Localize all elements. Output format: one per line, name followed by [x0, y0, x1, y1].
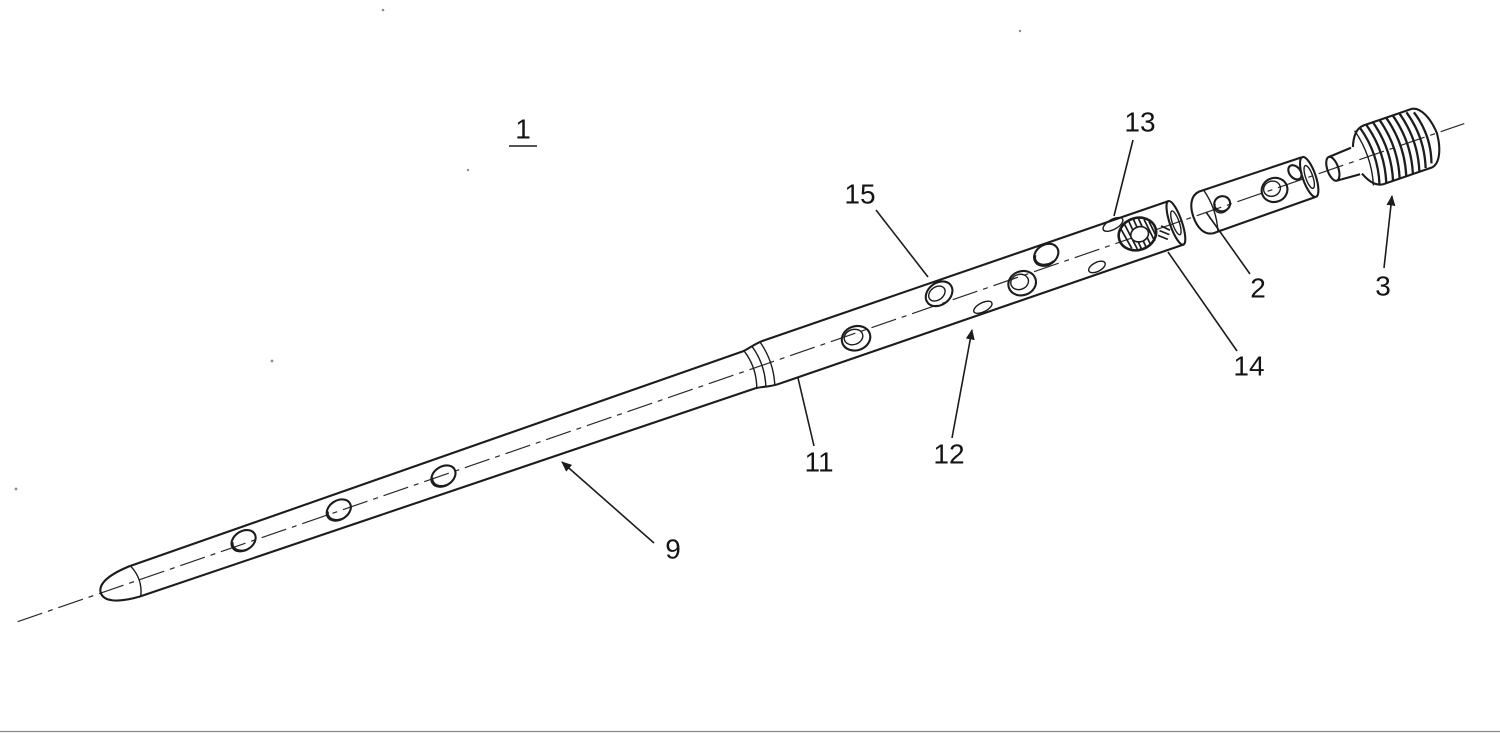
proximal-locking-holes — [840, 216, 1124, 352]
collar-rings — [743, 341, 776, 388]
leader-arrow-9 — [561, 461, 655, 544]
distal-hole — [430, 464, 457, 488]
sleeve-end-face — [1298, 155, 1320, 198]
proximal-end-face — [1165, 199, 1187, 246]
distal-hole — [230, 528, 257, 553]
thread-hatching-lower — [1157, 225, 1171, 241]
proximal-end-bore — [1170, 210, 1182, 236]
ref-label-12: 12 — [933, 438, 964, 469]
cap-thread-crests — [1359, 111, 1433, 185]
callouts: 1 15 13 2 3 14 — [509, 106, 1396, 564]
callout-15: 15 — [844, 178, 929, 278]
threaded-transverse-bore — [1117, 216, 1171, 252]
proximal-hole — [840, 324, 872, 352]
callout-3: 3 — [1375, 195, 1396, 301]
ref-label-9: 9 — [665, 533, 681, 564]
nail-shaft — [99, 199, 1187, 602]
surface-slot — [1087, 260, 1106, 274]
leader-line-13 — [1113, 139, 1134, 217]
sleeve-hole-small — [1287, 164, 1303, 181]
callout-figure-number: 1 — [509, 113, 537, 147]
sleeve-hole — [1213, 195, 1232, 214]
ref-label-14: 14 — [1233, 350, 1264, 381]
proximal-hole — [1007, 269, 1038, 297]
surface-slot-13 — [1102, 216, 1124, 233]
cap-head-outline — [1351, 107, 1441, 186]
leader-line-14 — [1167, 251, 1238, 352]
cap-neck-face — [1325, 155, 1341, 182]
ref-label-3: 3 — [1375, 270, 1391, 301]
cap-head-face — [1354, 130, 1375, 186]
leader-line-2 — [1205, 211, 1251, 275]
distal-hole — [325, 498, 352, 522]
proximal-hole — [1033, 242, 1060, 267]
leader-arrow-12 — [951, 329, 975, 439]
scan-speckles — [14, 8, 1022, 491]
nail-outline — [99, 200, 1184, 602]
ref-label-2: 2 — [1250, 272, 1266, 303]
ref-label-15: 15 — [844, 178, 875, 209]
proximal-hole-15 — [924, 280, 954, 308]
callout-14: 14 — [1167, 251, 1265, 381]
leader-arrow-3 — [1383, 195, 1396, 269]
ref-label-13: 13 — [1124, 106, 1155, 137]
callout-9: 9 — [561, 461, 681, 564]
end-cap-screw — [1325, 107, 1441, 186]
tip-seam — [130, 565, 142, 596]
connector-sleeve — [1190, 155, 1320, 235]
callout-11: 11 — [797, 377, 834, 477]
callout-12: 12 — [933, 329, 975, 469]
leader-line-15 — [875, 209, 929, 278]
surface-slot — [973, 300, 993, 315]
figure-number-label: 1 — [515, 113, 531, 144]
implant-assembly — [17, 107, 1465, 623]
center-axis-line — [17, 122, 1465, 623]
bore-opening — [1129, 225, 1150, 243]
leader-line-11 — [797, 377, 815, 447]
sleeve-outline — [1190, 156, 1316, 235]
sleeve-bore — [1303, 164, 1316, 190]
callout-2: 2 — [1205, 211, 1266, 303]
sleeve-hole — [1260, 176, 1289, 204]
distal-locking-holes — [230, 464, 457, 553]
callout-13: 13 — [1113, 106, 1156, 217]
ref-label-11: 11 — [804, 446, 833, 477]
